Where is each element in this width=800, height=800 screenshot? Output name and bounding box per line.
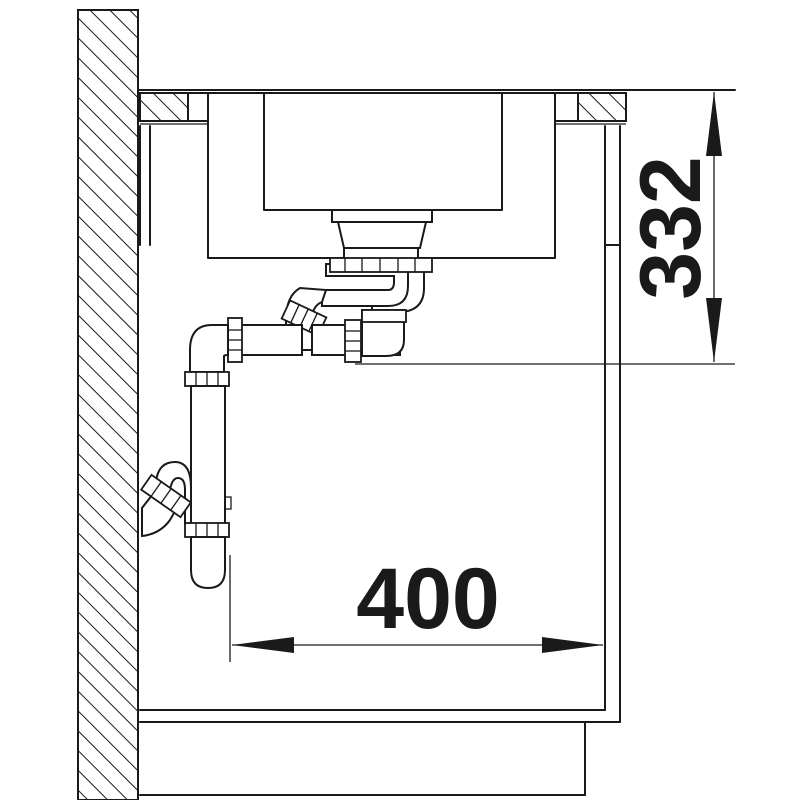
height-dimension-label: 332 bbox=[623, 156, 719, 300]
dimension-height: 332 bbox=[355, 92, 735, 365]
width-dimension-label: 400 bbox=[356, 551, 500, 647]
countertop bbox=[137, 89, 736, 125]
dimension-width: 400 bbox=[229, 551, 603, 662]
cabinet bbox=[139, 125, 621, 796]
wall bbox=[77, 9, 139, 800]
trap-assembly bbox=[139, 257, 433, 590]
drain-strainer bbox=[331, 209, 433, 261]
